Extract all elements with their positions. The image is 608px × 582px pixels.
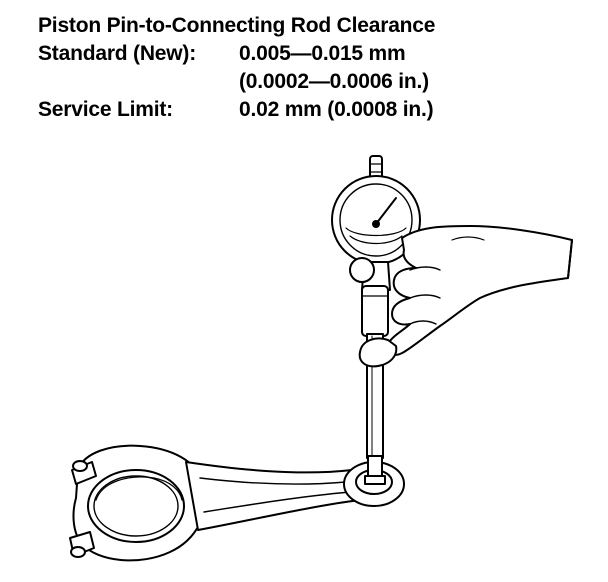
rod-bolt-head-top [72,460,88,472]
rod-beam [185,461,361,531]
rod-big-end-bore [87,469,185,543]
rod-bearing-shell [93,475,179,537]
gauge-clamp-knob [349,257,375,283]
spec-title: Piston Pin-to-Connecting Rod Clearance [38,14,436,37]
connecting-rod [69,444,405,562]
rod-bolt-head-bottom [70,546,86,558]
gauge-dial-needle [375,197,397,225]
rod-bearing-inner-shade [95,476,183,501]
bore-gauge [331,155,421,485]
hand-thumb [358,337,398,368]
standard-label: Standard (New): [38,42,197,65]
gauge-dial-scale-inner [349,235,403,245]
service-limit-value: 0.02 mm (0.0008 in.) [239,98,434,121]
hand [358,225,573,368]
service-limit-label: Service Limit: [38,98,173,121]
standard-value-mm: 0.005—0.015 mm [239,42,406,65]
rod-beam-rib-lower [203,491,351,513]
gauge-shaft-collar [361,285,389,337]
hand-outline [386,225,573,356]
hand-cuff [567,239,573,279]
standard-value-in: (0.0002—0.0006 in.) [239,70,429,93]
gauge-probe-tip [364,475,386,485]
rod-beam-rib [199,477,347,485]
gauge-dial-scale [345,227,407,237]
